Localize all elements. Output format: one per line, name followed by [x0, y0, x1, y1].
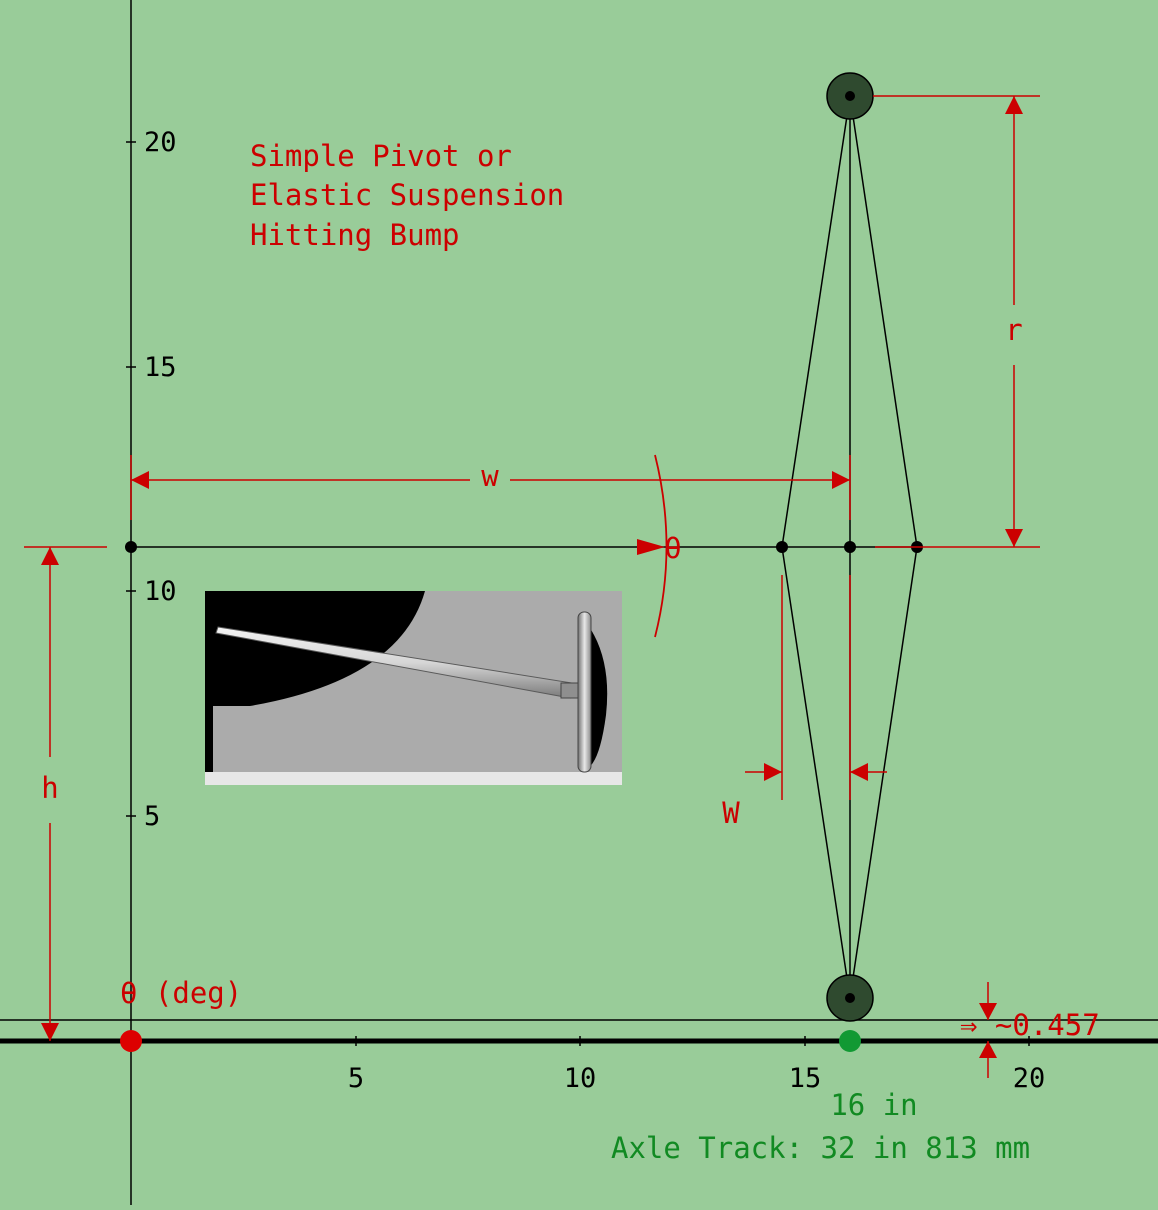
x-tick-label: 5	[348, 1063, 364, 1094]
pivot-point	[125, 541, 137, 553]
wheel-spoke	[781, 546, 851, 999]
arrow-head	[832, 471, 850, 489]
wheel-top-point	[845, 91, 855, 101]
W-label: W	[722, 796, 740, 830]
hub-left-point	[776, 541, 788, 553]
wheel-spoke	[849, 95, 918, 548]
y-tick-label: 20	[144, 127, 177, 158]
arrow-head	[979, 1003, 997, 1020]
arrow-head	[41, 1023, 59, 1041]
y-tick-label: 5	[144, 801, 160, 832]
wheel-spoke	[781, 95, 851, 548]
render-post	[205, 706, 213, 772]
x-tick-label: 10	[564, 1063, 597, 1094]
theta-deg-label: θ (deg)	[120, 976, 242, 1010]
h-label: h	[41, 771, 58, 805]
arrow-head	[1005, 96, 1023, 114]
x-tick-label: 15	[789, 1063, 822, 1094]
axle-track-label: Axle Track: 32 in 813 mm	[611, 1131, 1030, 1165]
theta-label: θ	[664, 531, 681, 565]
arrow-head	[131, 471, 149, 489]
title-line-2: Elastic Suspension	[250, 178, 564, 212]
theta-arc	[654, 454, 668, 638]
title-line-1: Simple Pivot or	[250, 139, 512, 173]
render-wheel-disc	[577, 611, 592, 773]
title-line-3: Hitting Bump	[250, 218, 460, 252]
arrow-head	[979, 1041, 997, 1058]
render-floor	[205, 772, 622, 785]
arrow-head	[41, 547, 59, 565]
track-marker	[839, 1030, 861, 1052]
arrow-head	[850, 763, 868, 781]
arrow-head	[1005, 529, 1023, 547]
hub-center-point	[844, 541, 856, 553]
arrow-head	[764, 763, 782, 781]
render-inset	[205, 591, 622, 785]
r-label: r	[1005, 313, 1022, 347]
w-label: w	[481, 459, 499, 493]
y-tick-label: 10	[144, 576, 177, 607]
wheel-bottom-point	[845, 993, 855, 1003]
render-axle-cap	[560, 682, 579, 699]
origin-marker	[120, 1030, 142, 1052]
x-tick-label: 20	[1013, 1063, 1046, 1094]
bump-offset-label: ⇒ ~0.457	[960, 1008, 1100, 1042]
y-tick-label: 15	[144, 352, 177, 383]
theta-arrow-head	[637, 539, 665, 555]
render-tire-shadow	[588, 625, 608, 768]
half-track-label: 16 in	[830, 1088, 917, 1122]
